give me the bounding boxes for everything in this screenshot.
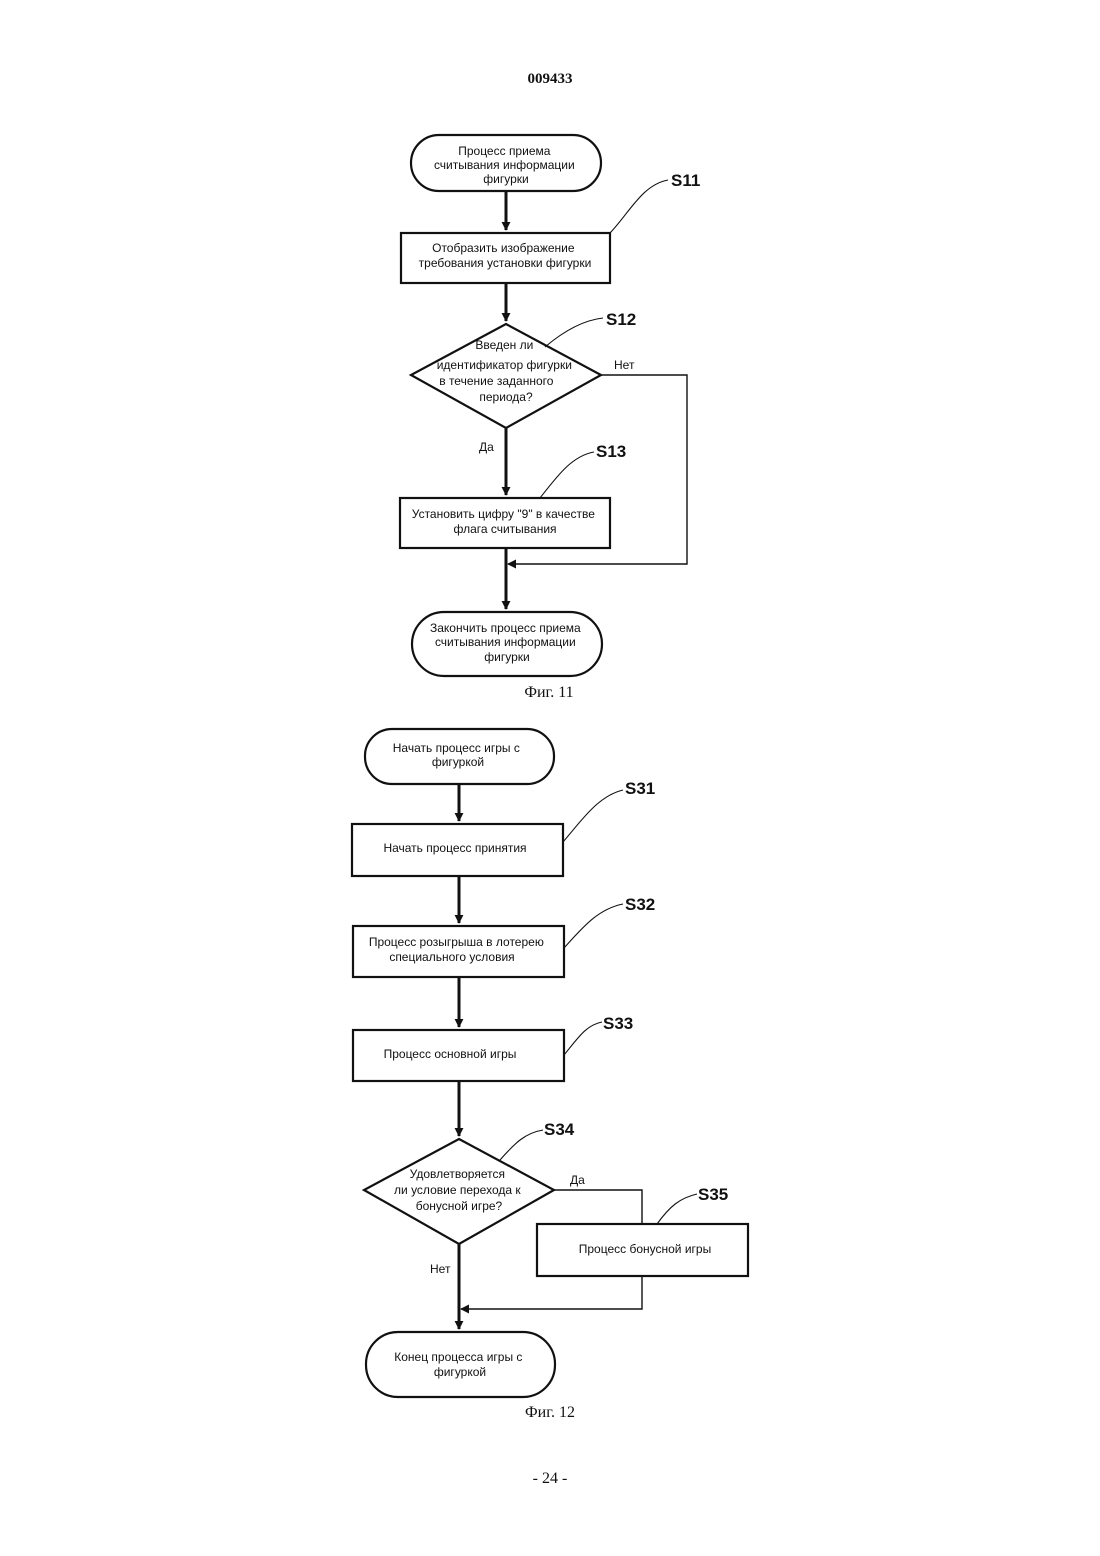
fig11-s13-line: Установить цифру "9" в качестве — [412, 507, 595, 521]
fig12-s33-label: S33 — [603, 1014, 633, 1033]
fig12-s35-leader — [657, 1194, 697, 1224]
fig12-caption: Фиг. 12 — [525, 1404, 575, 1421]
fig12-s34-leader — [500, 1130, 543, 1160]
fig11-s12-line: периода? — [479, 390, 533, 404]
fig12-s34-line: Удовлетворяется — [410, 1167, 505, 1181]
fig11-s11-line: Отобразить изображение — [432, 241, 575, 255]
fig12-step-s31: Начать процесс принятия S31 — [352, 779, 655, 876]
fig12-step-s32: Процесс розыгрыша в лотерею специального… — [353, 895, 655, 977]
fig12-start-line: фигуркой — [432, 755, 484, 769]
fig11-s11-leader — [610, 180, 668, 233]
fig11-start-line: Процесс приема — [458, 144, 551, 158]
fig12-s32-line: Процесс розыгрыша в лотерею — [369, 935, 544, 949]
fig12-s35-return-line — [461, 1276, 642, 1309]
fig12-s31-label: S31 — [625, 779, 655, 798]
fig11-s12-no-label: Нет — [614, 358, 635, 372]
fig12-s32-leader — [564, 904, 623, 948]
fig12-s35-text: Процесс бонусной игры — [579, 1242, 711, 1256]
fig11-s12-line: Введен ли — [475, 338, 533, 352]
fig11-start-line: считывания информации — [434, 158, 575, 172]
fig12-s35-label: S35 — [698, 1185, 728, 1204]
fig12-s32-label: S32 — [625, 895, 655, 914]
flowchart-fig-12: Начать процесс игры с фигуркой Начать пр… — [352, 729, 748, 1421]
fig12-s34-yes-label: Да — [570, 1173, 585, 1187]
fig12-step-s33: Процесс основной игры S33 — [353, 1014, 633, 1081]
fig12-start-line: Начать процесс игры с — [393, 741, 520, 755]
fig11-caption: Фиг. 11 — [524, 684, 573, 701]
fig12-start-terminal: Начать процесс игры с фигуркой — [365, 729, 554, 784]
fig11-step-s13: Установить цифру "9" в качестве флага сч… — [400, 442, 626, 548]
document-number: 009433 — [528, 71, 573, 87]
fig11-s12-label: S12 — [606, 310, 636, 329]
fig12-s31-text: Начать процесс принятия — [383, 841, 526, 855]
fig11-start-line: фигурки — [483, 172, 528, 186]
fig11-s13-leader — [540, 452, 594, 498]
fig12-s31-leader — [563, 790, 623, 842]
fig12-s32-line: специального условия — [389, 950, 514, 964]
fig12-end-terminal: Конец процесса игры с фигуркой — [366, 1332, 555, 1397]
fig12-yes-branch-line — [554, 1190, 642, 1224]
fig11-end-terminal: Закончить процесс приема считывания инфо… — [412, 612, 602, 676]
fig12-s33-text: Процесс основной игры — [384, 1047, 517, 1061]
page-number: - 24 - — [533, 1470, 568, 1487]
fig11-s12-yes-label: Да — [479, 440, 494, 454]
fig11-start-terminal: Процесс приема считывания информации фиг… — [411, 135, 601, 191]
fig12-s33-leader — [564, 1022, 602, 1055]
fig11-s12-leader — [545, 318, 603, 347]
fig12-s34-no-label: Нет — [430, 1262, 451, 1276]
fig12-end-line: фигуркой — [434, 1365, 486, 1379]
fig12-s34-line: ли условие перехода к — [394, 1183, 521, 1197]
fig11-s11-line: требования установки фигурки — [419, 256, 592, 270]
fig11-s13-line: флага считывания — [453, 522, 556, 536]
fig12-s34-label: S34 — [544, 1120, 575, 1139]
fig11-end-line: фигурки — [484, 650, 529, 664]
fig12-end-line: Конец процесса игры с — [394, 1350, 522, 1364]
flowchart-fig-11: Процесс приема считывания информации фиг… — [400, 135, 700, 701]
fig11-end-line: Закончить процесс приема — [430, 621, 581, 635]
fig11-end-line: считывания информации — [435, 635, 576, 649]
fig12-s34-line: бонусной игре? — [416, 1199, 503, 1213]
fig11-s12-line: в течение заданного — [439, 374, 554, 388]
svg-text:Отобразить изображение: Отобразить изображение требования устано… — [419, 241, 592, 270]
fig11-s11-label: S11 — [671, 171, 700, 190]
fig11-s13-label: S13 — [596, 442, 626, 461]
fig11-s12-line: идентификатор фигурки — [437, 358, 572, 372]
fig11-decision-s12: Введен ли идентификатор фигурки в течени… — [411, 310, 636, 454]
